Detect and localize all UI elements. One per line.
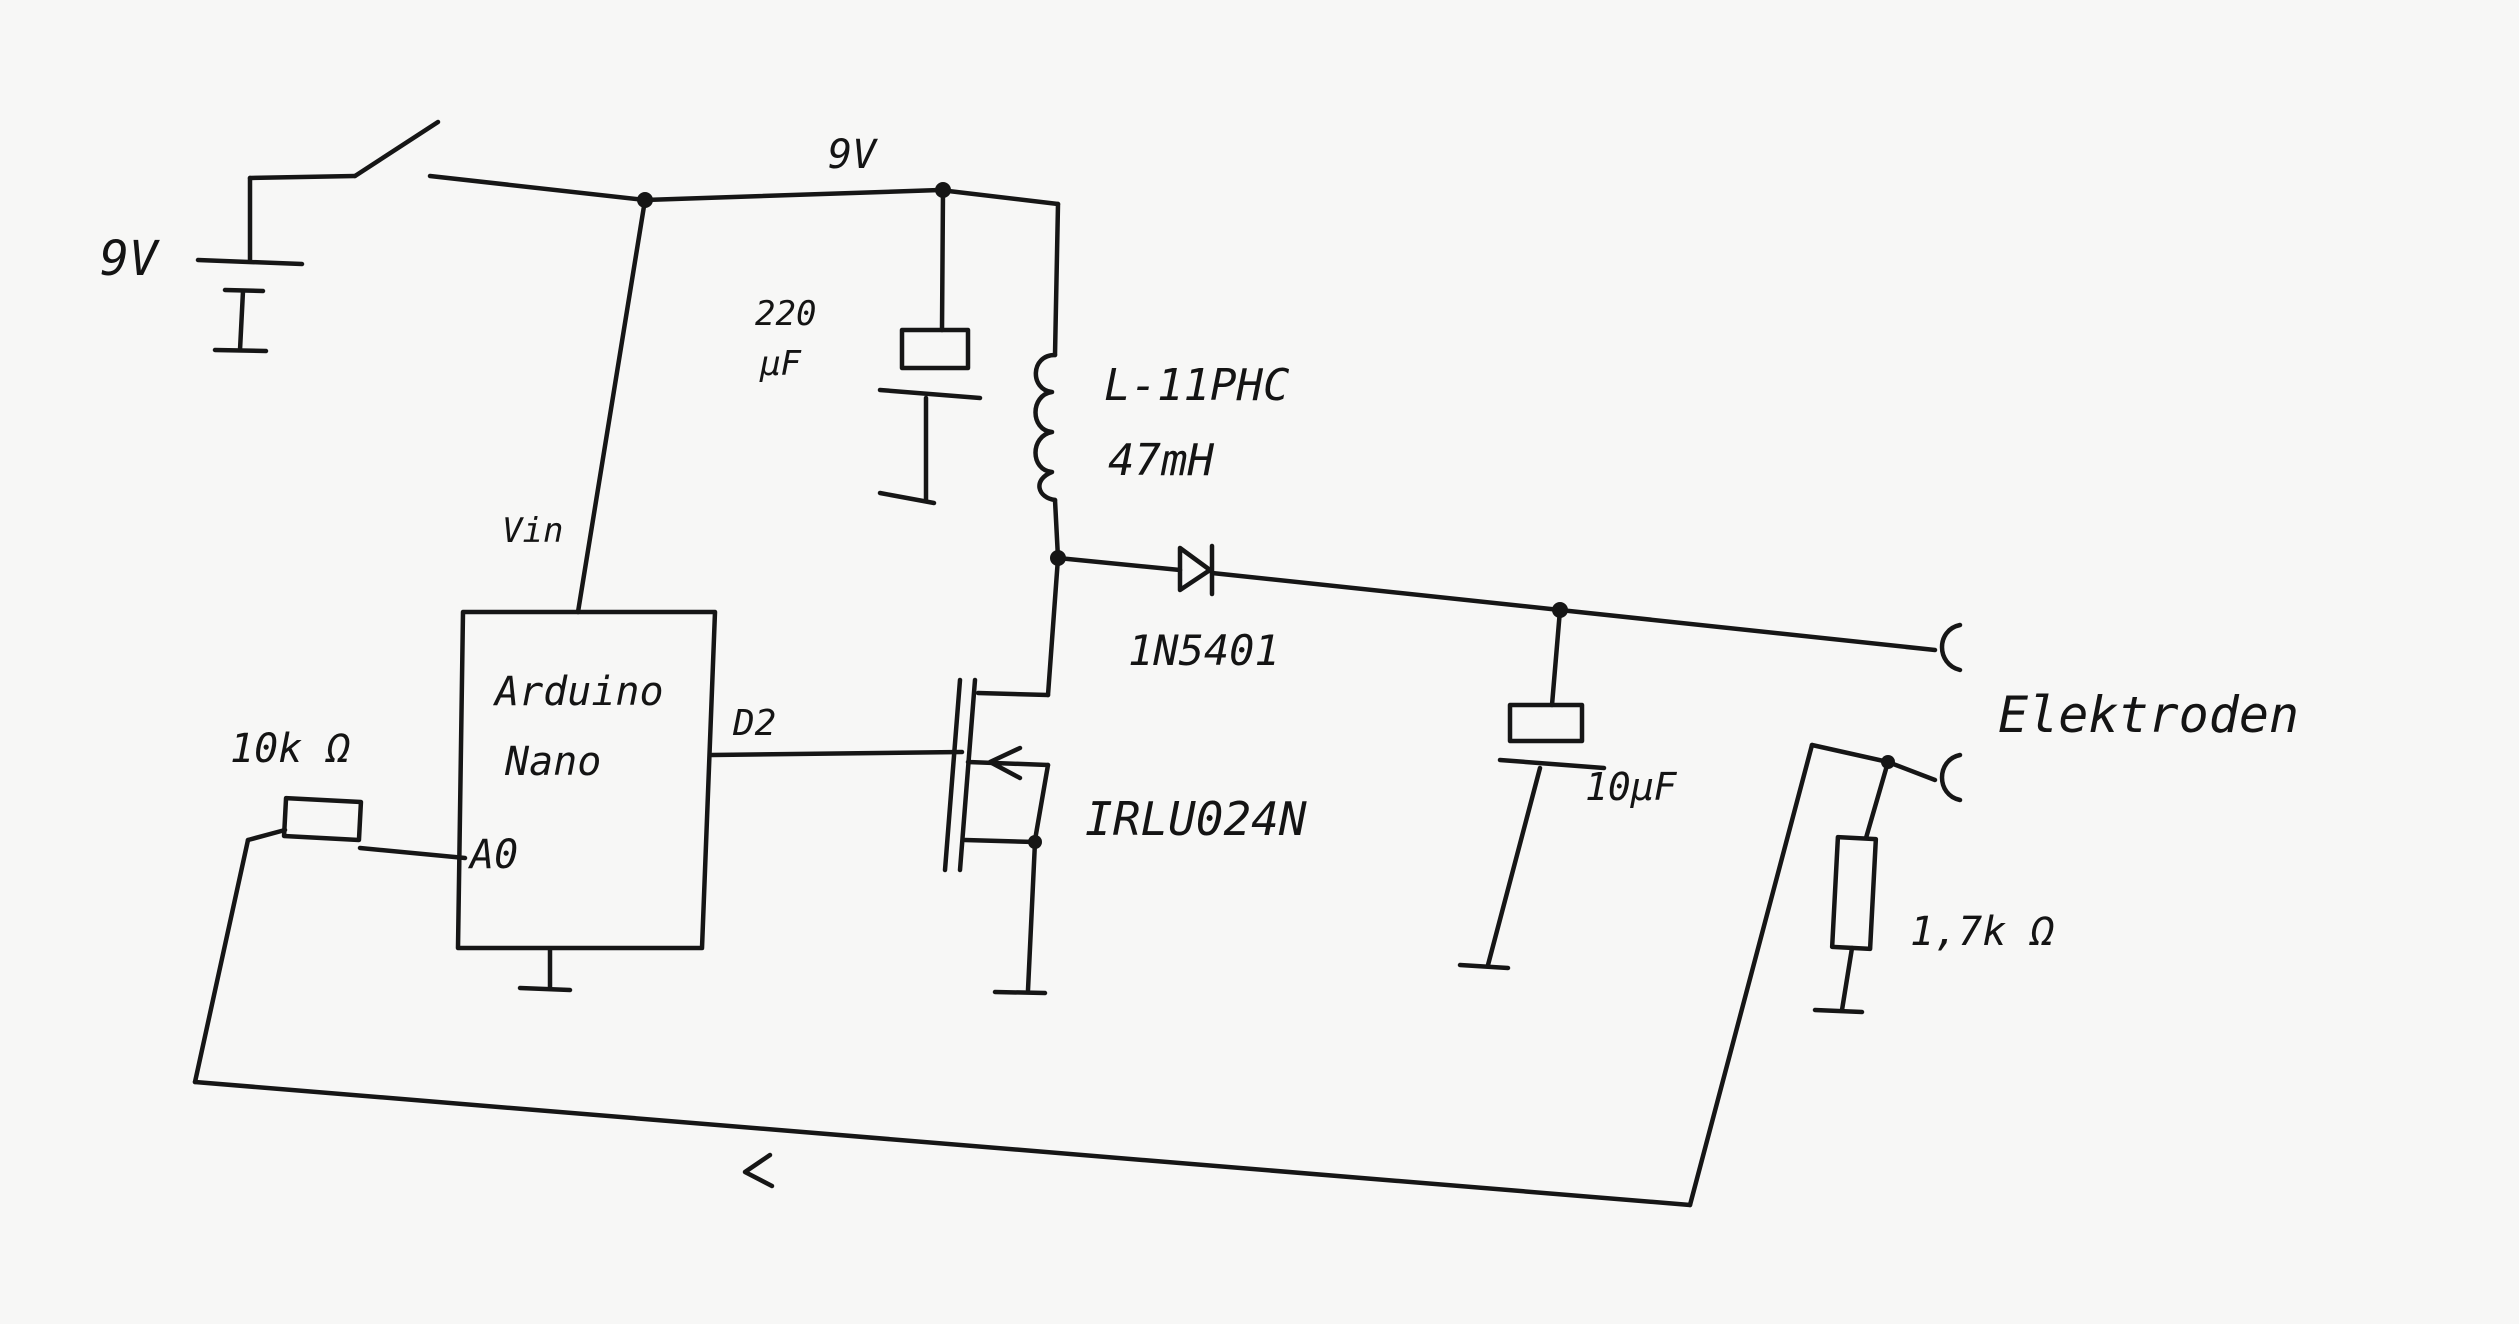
capacitor-10uf (1457, 607, 1607, 971)
d2-wire (709, 749, 965, 758)
resistor-10k (245, 795, 468, 861)
rail-voltage-label: 9V (828, 132, 878, 178)
battery-symbol (195, 175, 305, 354)
capacitor-large-value: 220 (755, 294, 816, 334)
bottom-electrode-node (1881, 752, 1963, 803)
a0-pin-label: A0 (467, 832, 518, 878)
mosfet-part-label: IRLU024N (1085, 792, 1307, 846)
mcu-name-line2: Nano (504, 739, 601, 785)
resistor-1k7 (1812, 759, 1891, 1015)
capacitor-large-unit: μF (759, 344, 801, 384)
power-switch (247, 119, 648, 203)
capacitor-220uf (877, 187, 983, 506)
mcu-name-line1: Arduino (492, 669, 664, 715)
inductor-coil (1033, 201, 1066, 566)
resistor-input-label: 10k Ω (230, 726, 350, 772)
diode-part-label: 1N5401 (1128, 626, 1280, 675)
capacitor-small-label: 10μF (1585, 765, 1678, 809)
inductor-part-label: L-11PHC (1104, 360, 1290, 411)
diode-1n5401 (1055, 543, 1563, 613)
vin-label: Vin (502, 511, 563, 551)
feedback-loop (192, 742, 1891, 1208)
positive-rail (637, 182, 1061, 208)
resistor-shunt-label: 1,7k Ω (1910, 909, 2055, 955)
vin-wire (575, 197, 648, 615)
arduino-nano-box (455, 609, 718, 993)
d2-pin-label: D2 (732, 703, 776, 744)
output-line (1552, 602, 1963, 673)
electrodes-label: Elektroden (1998, 686, 2299, 744)
mosfet-irlu024n (942, 555, 1061, 996)
inductor-value-label: 47mH (1108, 435, 1214, 486)
battery-voltage-label: 9V (100, 231, 161, 287)
